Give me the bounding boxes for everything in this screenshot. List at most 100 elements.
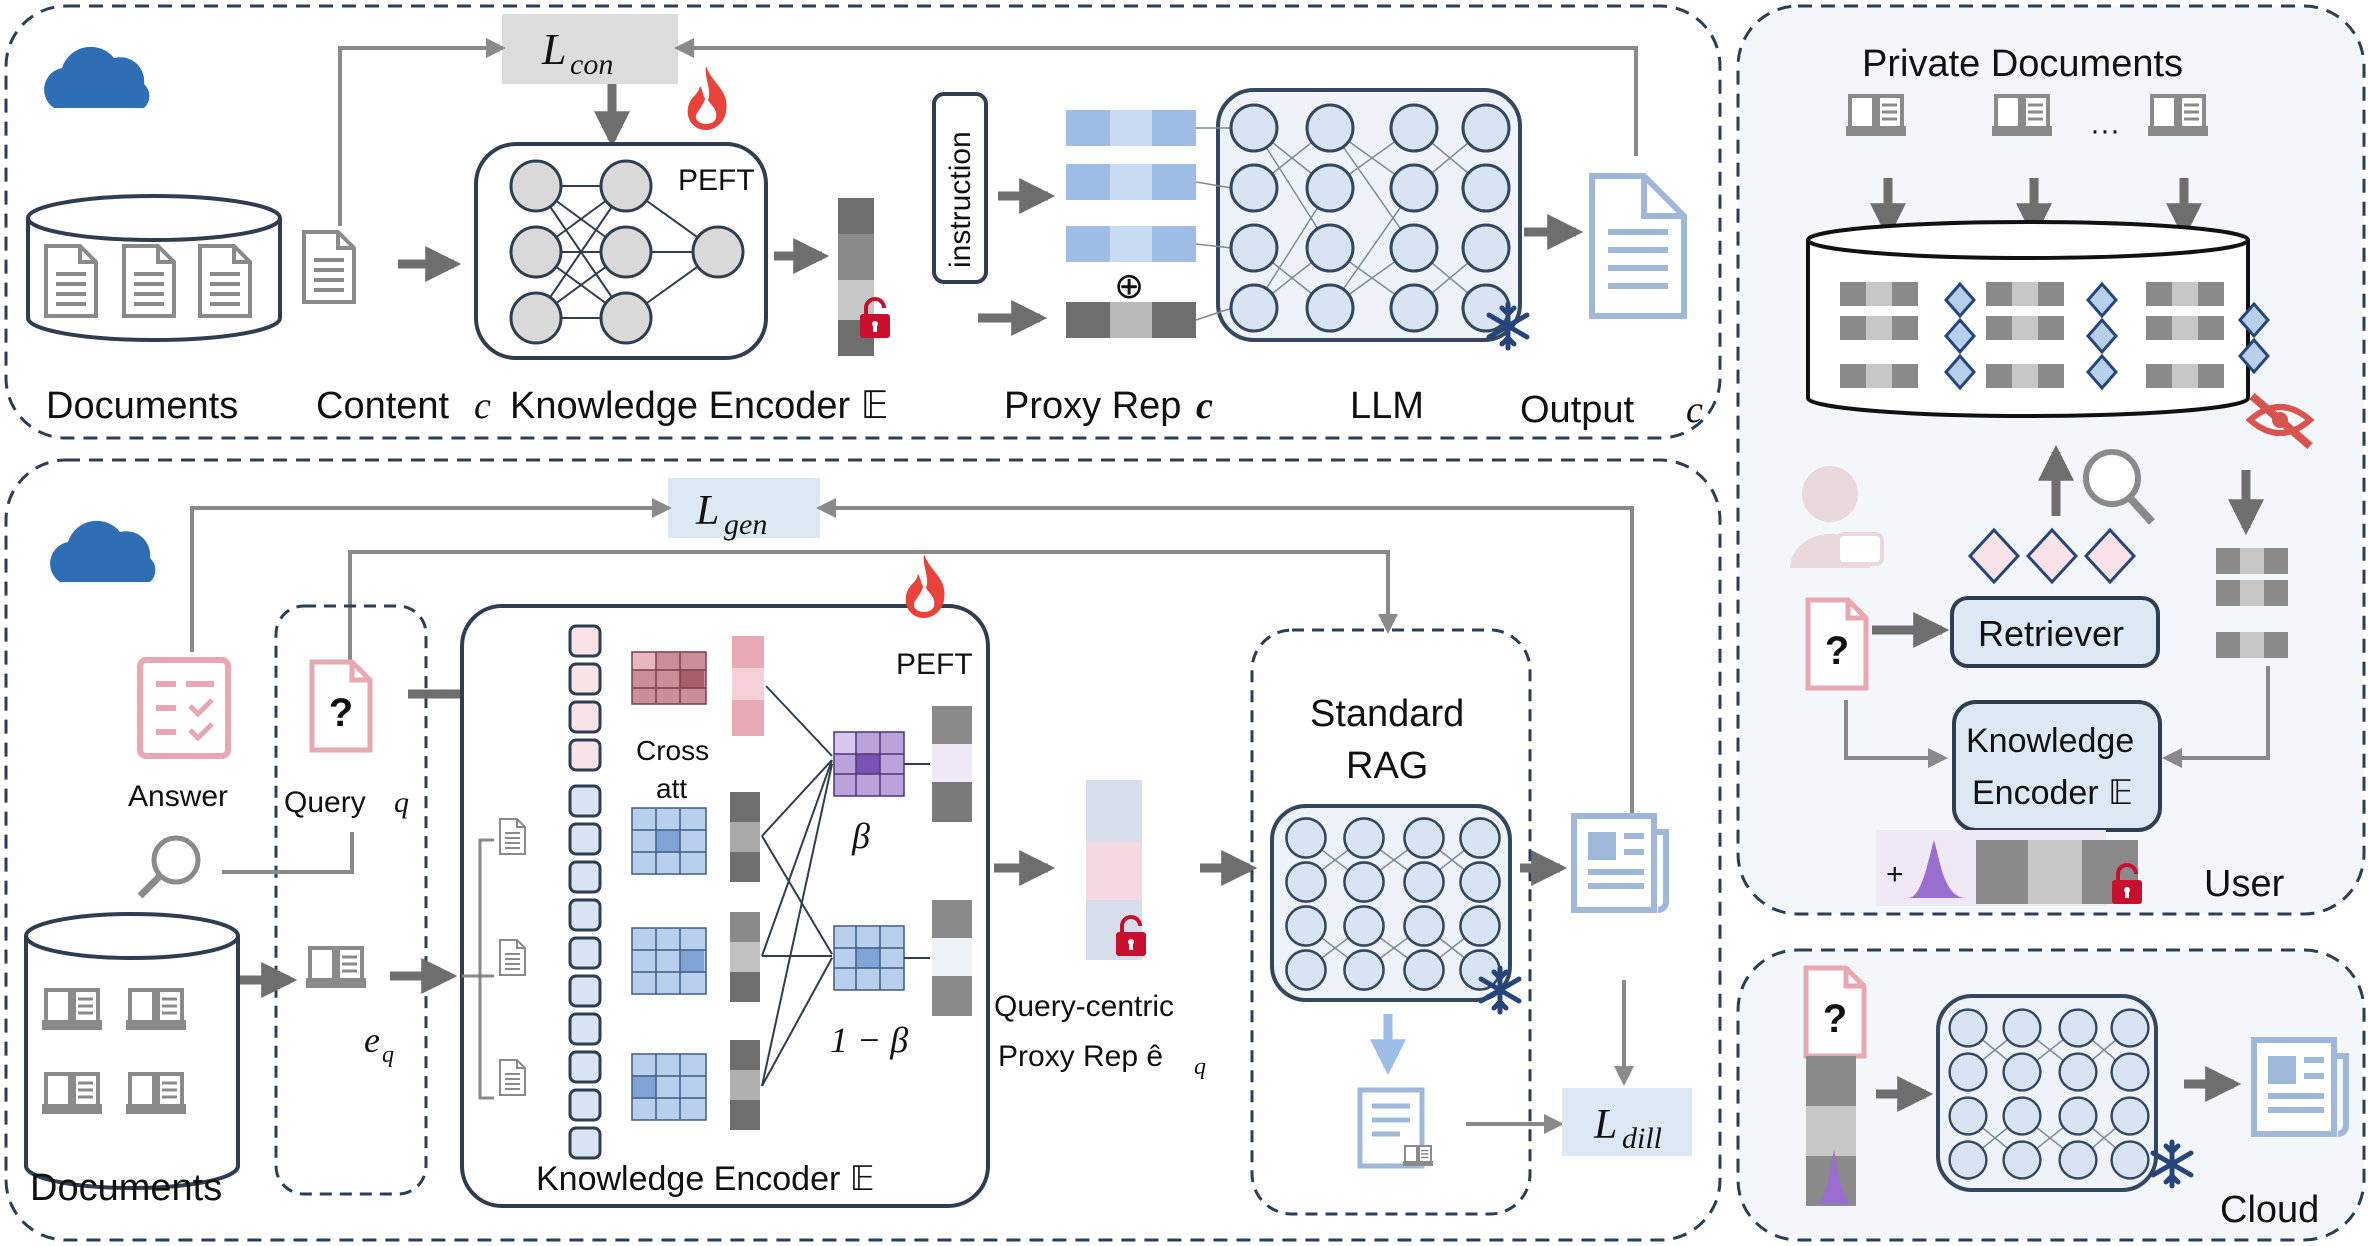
retriever-box — [1950, 596, 2160, 668]
arrow-chunks-to-encoder — [2162, 666, 2270, 768]
fusion-lines — [761, 685, 833, 1087]
magnifier-icon-right — [2083, 449, 2155, 525]
newspaper-icon-cloud — [2254, 1040, 2346, 1134]
arrow-query-search — [222, 832, 354, 874]
pink-pooled-vector — [732, 636, 764, 736]
cross-attention-grid — [631, 651, 707, 705]
retriever-label: Retriever — [1978, 613, 2124, 654]
question-doc-icon-user — [1808, 600, 1866, 688]
user-encoder-label-2: Encoder 𝔼 — [1972, 774, 2133, 812]
top-peft-label: PEFT — [678, 164, 755, 197]
query-label: Query — [284, 786, 366, 819]
attention-grid-2 — [631, 807, 707, 875]
loss-con-sub: con — [570, 48, 613, 81]
instruction-label: instruction — [944, 131, 977, 268]
private-book-1 — [1844, 94, 1908, 138]
llm-label: LLM — [1350, 385, 1424, 427]
bottom-encoder-label: Knowledge Encoder 𝔼 — [536, 1160, 875, 1198]
qc-label-2: Proxy Rep ê — [998, 1040, 1163, 1073]
question-doc-icon — [312, 662, 370, 750]
private-documents-title: Private Documents — [1862, 43, 2183, 85]
cloud-label: Cloud — [2220, 1189, 2319, 1231]
loss-dill-sub: dill — [1622, 1122, 1662, 1155]
query-centric-vector — [1086, 780, 1142, 960]
content-document-icon — [302, 230, 356, 304]
standard-rag-label-2: RAG — [1346, 745, 1428, 787]
private-ellipsis: ··· — [2090, 114, 2120, 147]
book-icon — [304, 946, 368, 990]
private-database — [1806, 220, 2270, 418]
loss-gen-symbol: L — [695, 488, 719, 534]
lock-icon — [858, 297, 892, 340]
loss-gen-box — [668, 478, 820, 538]
eye-slash-icon — [2245, 392, 2315, 450]
loss-gen-sub: gen — [724, 508, 767, 541]
fused-vectors — [932, 706, 972, 1016]
attention-grid-4 — [631, 1053, 707, 1121]
standard-rag-box — [1250, 628, 1532, 1216]
fire-icon — [687, 66, 727, 130]
oplus-symbol: ⊕ — [1114, 265, 1144, 306]
cross-att-label-2: att — [656, 773, 687, 804]
bottom-peft-label: PEFT — [896, 648, 973, 681]
plus-symbol: + — [1886, 858, 1904, 891]
beta-label: β — [851, 816, 870, 856]
top-knowledge-encoder — [474, 142, 768, 360]
loss-con-symbol: L — [541, 25, 566, 74]
user-encoder-label-1: Knowledge — [1966, 722, 2134, 760]
chunk-documents — [462, 818, 526, 1100]
bottom-documents-label: Documents — [30, 1167, 222, 1209]
query-box — [274, 604, 428, 1196]
small-book-icon — [1402, 1145, 1434, 1167]
answer-label: Answer — [128, 780, 228, 813]
loss-dill-box — [1562, 1088, 1692, 1156]
newspaper-icon — [1574, 816, 1666, 910]
magnifier-icon — [137, 835, 201, 899]
proxy-label: Proxy Rep — [1004, 385, 1181, 427]
arrow-rag-to-lossgen — [816, 498, 1634, 814]
cloud-icon — [44, 46, 150, 108]
cross-att-label-1: Cross — [636, 735, 709, 766]
loss-con-box — [502, 14, 678, 84]
llm-network — [1195, 88, 1522, 342]
private-book-2 — [1990, 94, 2054, 138]
output-var: c — [1686, 389, 1703, 431]
loss-dill-symbol: L — [1593, 1102, 1617, 1148]
user-icon — [1790, 466, 1884, 568]
cloud-input-vector — [1806, 1056, 1856, 1206]
proxy-representation — [1066, 110, 1196, 338]
cloud-icon-bottom — [50, 520, 156, 582]
instruction-box — [932, 92, 988, 284]
output-document-icon — [1589, 173, 1687, 319]
panel-top — [4, 4, 1722, 440]
gray-pooled-vectors — [730, 792, 760, 1130]
question-doc-icon-cloud — [1806, 968, 1864, 1056]
rag-network — [1270, 804, 1512, 1002]
proxy-var: c — [1196, 385, 1213, 427]
qc-label-1: Query-centric — [994, 990, 1174, 1023]
token-columns — [568, 624, 602, 1160]
content-var: c — [474, 385, 491, 427]
documents-database-bottom — [24, 912, 240, 1190]
one-minus-beta-label: 1 − β — [830, 1020, 908, 1060]
documents-database — [26, 194, 282, 342]
arrow-answer-to-lossgen — [190, 498, 672, 652]
checklist-icon — [137, 657, 231, 759]
user-label: User — [2204, 863, 2285, 905]
query-var: q — [394, 786, 409, 819]
eq-var: e — [364, 1020, 380, 1060]
query-diamonds — [1967, 527, 2137, 585]
attention-grid-3 — [631, 927, 707, 995]
arrow-output-to-loss — [674, 38, 1638, 156]
arrow-query-to-encoder-user — [1844, 700, 1948, 768]
output-label: Output — [1520, 389, 1635, 431]
beta-grid — [833, 731, 905, 797]
eq-sub: q — [382, 1042, 394, 1068]
bottom-knowledge-encoder — [460, 604, 990, 1208]
content-label: Content — [316, 385, 450, 427]
user-output-vector — [1876, 830, 2138, 906]
cloud-llm-network — [1936, 994, 2158, 1192]
arrow-content-to-loss — [338, 38, 506, 226]
top-documents-label: Documents — [46, 385, 238, 427]
